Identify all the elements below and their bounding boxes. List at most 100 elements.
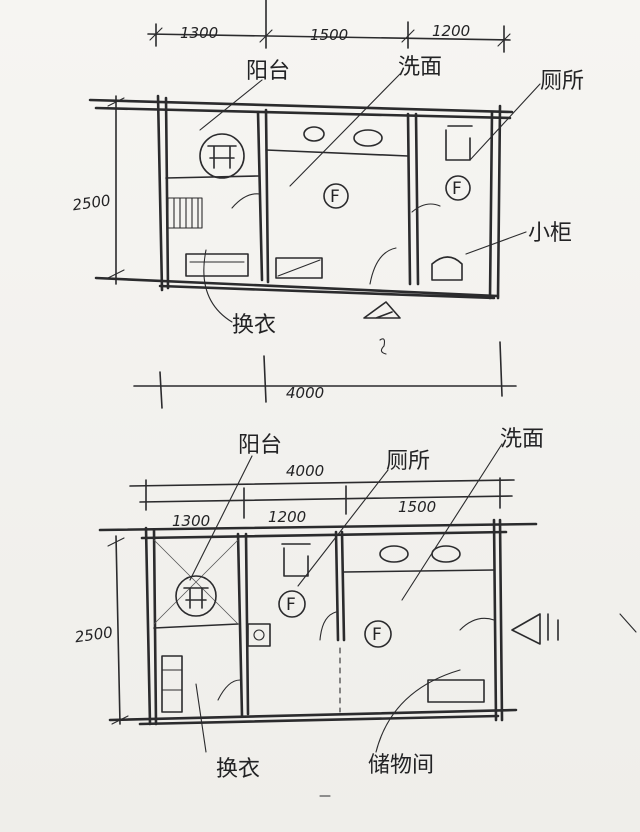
plan2-cabinet xyxy=(247,623,271,647)
plan1-bench-2 xyxy=(275,257,323,279)
plan2-label-balcony: 阳台 xyxy=(238,433,282,458)
plan2-label-changing: 换衣 xyxy=(216,757,260,782)
plan2-door-swing-1 xyxy=(217,679,241,701)
plan2-balcony-circle xyxy=(175,575,217,617)
plan2-dim-top-1: 1300 xyxy=(172,512,210,530)
plan2-hanger-rack xyxy=(161,655,183,713)
plan1-label-changing: 换衣 xyxy=(232,313,276,338)
plan1-balcony-symbol xyxy=(207,145,237,169)
plan1-right-wall xyxy=(488,104,502,300)
plan1-door-swing-1 xyxy=(231,193,261,209)
plan1-top-tick xyxy=(155,0,505,53)
plan1-balcony-circle xyxy=(199,133,245,179)
plan1-leader-cabinet xyxy=(465,231,527,255)
plan1-leader-toilet xyxy=(469,83,541,161)
plan2-drain-f-1: F xyxy=(286,595,296,615)
plan1-dim-top-2: 1500 xyxy=(310,26,348,44)
plan1-entrance-mark xyxy=(379,338,387,355)
plan1-leader-balcony xyxy=(199,79,263,131)
plan2-counter-line xyxy=(343,569,495,573)
plan1-cabinet-icon xyxy=(431,256,463,281)
plan2-dim-left: 2500 xyxy=(74,623,114,646)
plan2-hanger-rack-lines xyxy=(161,669,183,691)
plan2-floor-drain-2 xyxy=(364,620,392,648)
plan1-drain-f-1: F xyxy=(330,187,340,207)
plan2-floor-drain-1 xyxy=(278,590,306,618)
plan1-leader-changing xyxy=(203,249,233,323)
plan1-bottom-ticks xyxy=(159,341,503,409)
plan2-sink-2 xyxy=(431,545,461,563)
plan1-label-toilet: 厕所 xyxy=(540,69,584,94)
plan1-drain-f-2: F xyxy=(452,179,462,199)
plan1-bottom-wall xyxy=(94,276,500,300)
plan-2: 阳台 4000 厕所 洗面 1300 1200 1500 2500 xyxy=(74,427,637,782)
plan1-door-swing-2 xyxy=(411,203,441,213)
plan1-divider-line xyxy=(165,175,259,179)
plan1-partition-1 xyxy=(256,108,270,284)
plan1-door-swing-3 xyxy=(369,247,397,285)
plan1-bench-1 xyxy=(185,253,249,277)
plan1-dim-top-3: 1200 xyxy=(432,22,470,40)
plan2-top-ticks xyxy=(145,477,501,519)
plan1-dim-left: 2500 xyxy=(71,191,111,214)
plan2-leader-balcony xyxy=(189,455,253,581)
plan2-left-dimension-line xyxy=(115,535,121,725)
plan2-label-wash: 洗面 xyxy=(500,427,544,452)
plan1-dim-bottom: 4000 xyxy=(286,384,324,402)
plan2-balcony-cross xyxy=(153,539,239,625)
plan2-divider-line xyxy=(153,623,239,629)
plan2-leader-toilet xyxy=(297,469,389,587)
plan2-label-toilet: 厕所 xyxy=(386,449,430,474)
plan2-dim-top-2: 1200 xyxy=(268,508,306,526)
plan2-entrance-mark xyxy=(619,613,637,633)
plan1-left-wall xyxy=(156,94,170,292)
plan2-partition-1 xyxy=(236,532,250,718)
plan1-label-balcony: 阳台 xyxy=(246,59,290,84)
plan1-top-wall xyxy=(88,98,514,120)
plan2-balcony-symbol xyxy=(183,587,209,609)
plan1-label-wash: 洗面 xyxy=(398,55,442,80)
plan1-sink-1 xyxy=(303,126,325,142)
plan2-partition-2 xyxy=(334,530,346,642)
plan1-label-small-cabinet: 小柜 xyxy=(528,221,572,246)
plan1-counter-line xyxy=(265,149,409,157)
plan1-floor-drain-1 xyxy=(323,183,349,209)
plan1-top-dimension-line xyxy=(147,33,511,41)
plan2-leader-storage xyxy=(375,669,461,753)
plan1-leader-wash xyxy=(289,73,401,187)
plan2-bottom-wall xyxy=(108,708,518,726)
plan1-shelving-lines xyxy=(173,197,199,229)
plan1-entrance-icon xyxy=(363,301,401,319)
plan1-dim-top-1: 1300 xyxy=(180,24,218,42)
plan2-dimension-line-total xyxy=(129,479,515,487)
plan2-left-wall xyxy=(144,526,158,726)
plan1-left-ticks xyxy=(107,97,125,279)
plan1-floor-drain-2 xyxy=(445,175,471,201)
plan1-toilet-icon xyxy=(445,125,473,161)
plan2-storage-box xyxy=(427,679,485,703)
plan2-dim-total: 4000 xyxy=(286,462,324,480)
plan2-toilet-icon xyxy=(281,543,311,577)
plan2-dim-top-3: 1500 xyxy=(398,498,436,516)
plan1-bench-2-hatch xyxy=(277,259,321,277)
plan-1: 1300 1500 1200 2500 阳台 洗面 F F 厕 xyxy=(71,0,584,409)
plan2-dimension-line-parts xyxy=(139,495,513,503)
plan1-sink-2 xyxy=(353,129,383,147)
plan2-top-wall xyxy=(98,522,538,540)
plan1-top-tick-slash xyxy=(149,27,511,47)
plan1-shelving xyxy=(167,197,203,229)
plan2-leader-changing xyxy=(195,683,207,753)
plan2-cabinet-knob xyxy=(253,629,265,641)
plan2-entrance-icon xyxy=(511,613,559,645)
plan2-sink-1 xyxy=(379,545,409,563)
plan1-partition-2 xyxy=(406,112,420,286)
plan2-drain-f-2: F xyxy=(372,625,382,645)
plan2-right-wall xyxy=(492,518,504,722)
plan2-label-storage: 储物间 xyxy=(368,753,434,778)
plan2-leader-wash xyxy=(401,443,503,601)
plan2-door-swing-2 xyxy=(319,611,337,641)
plan2-door-swing-3 xyxy=(459,617,495,631)
plan2-left-ticks xyxy=(107,537,129,725)
